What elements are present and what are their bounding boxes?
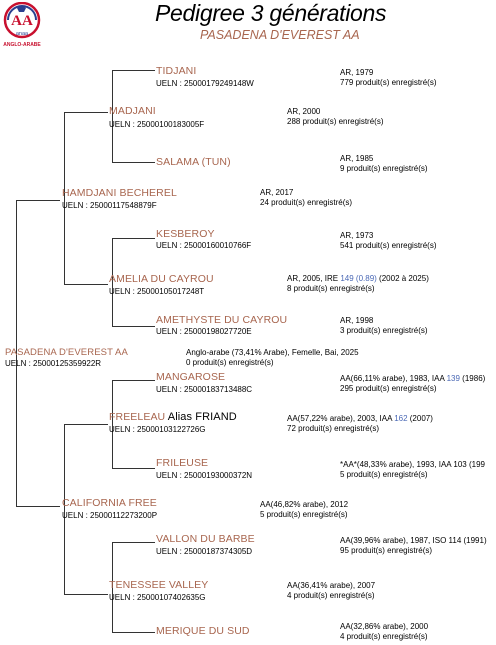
dam-branch-vertical	[64, 424, 65, 594]
ueln-dam-dam: UELN : 25000107402635G	[109, 593, 206, 602]
dds-connector	[112, 542, 155, 543]
ueln-dam-sire-sire: UELN : 25000183713488C	[156, 385, 253, 394]
ueln-dam-sire-dam: UELN : 25000193000372N	[156, 471, 253, 480]
ire-link[interactable]: 149 (0.89)	[340, 274, 377, 283]
alias-label: Alias FRIAND	[165, 411, 237, 423]
info-sire-sire-sire: AR, 1979 779 produit(s) enregistré(s)	[340, 68, 437, 87]
dsd-connector	[112, 468, 155, 469]
info-sire-sire: AR, 2000 288 produit(s) enregistré(s)	[287, 107, 384, 126]
horse-link-sire[interactable]: HAMDJANI BECHEREL	[62, 187, 177, 199]
info-subject: Anglo-arabe (73,41% Arabe), Femelle, Bai…	[186, 348, 359, 367]
info-sire-dam: AR, 2005, IRE 149 (0.89) (2002 à 2025) 8…	[287, 274, 429, 293]
sire-branch-vertical	[64, 112, 65, 284]
horse-link-sire-sire-sire[interactable]: TIDJANI	[156, 65, 197, 77]
iaa-link[interactable]: 139	[446, 374, 460, 383]
gen1-vertical-line	[16, 200, 17, 506]
info-dam-dam-dam: AA(32,86% arabe), 2000 4 produit(s) enre…	[340, 622, 429, 641]
info-dam-dam: AA(36,41% arabe), 2007 4 produit(s) enre…	[287, 581, 376, 600]
ueln-sire-dam: UELN : 25000105017248T	[109, 287, 205, 296]
horse-link-sire-dam[interactable]: AMELIA DU CAYROU	[109, 273, 214, 285]
horse-link-dam-dam-sire[interactable]: VALLON DU BARBE	[156, 533, 255, 545]
ueln-sire-sire-sire: UELN : 25000179249148W	[156, 79, 254, 88]
info-dam-dam-sire: AA(39,96% arabe), 1987, ISO 114 (1991) 9…	[340, 536, 487, 555]
svg-text:AA: AA	[11, 13, 33, 29]
dss-connector	[112, 380, 155, 381]
sdd-connector	[112, 326, 155, 327]
sss-connector	[112, 70, 155, 71]
sire-sire-connector	[64, 112, 108, 113]
info-dam-sire-sire: AA(66,11% arabe), 1983, IAA 139 (1986) 2…	[340, 374, 486, 393]
ueln-sire-dam-sire: UELN : 25000160010766F	[156, 241, 252, 250]
horse-link-sire-dam-dam[interactable]: AMETHYSTE DU CAYROU	[156, 314, 288, 326]
ss-branch-vertical	[112, 70, 113, 162]
horse-link-dam[interactable]: CALIFORNIA FREE	[62, 497, 157, 509]
dam-connector	[16, 506, 60, 507]
horse-link-dam-dam-dam[interactable]: MERIQUE DU SUD	[156, 625, 250, 637]
sds-connector	[112, 238, 155, 239]
page-title: Pedigree 3 générations	[155, 0, 387, 26]
dam-sire-connector	[64, 424, 108, 425]
horse-link-sire-dam-sire[interactable]: KESBEROY	[156, 228, 215, 240]
svg-text:ANGLO-ARABE: ANGLO-ARABE	[3, 42, 41, 48]
ddd-connector	[112, 632, 155, 633]
ueln-sire-sire: UELN : 25000100183005F	[109, 120, 205, 129]
horse-link-dam-sire-dam[interactable]: FRILEUSE	[156, 457, 209, 469]
ueln-dam: UELN : 25000112273200P	[62, 511, 158, 520]
info-sire-dam-sire: AR, 1973 541 produit(s) enregistré(s)	[340, 231, 437, 250]
page-subtitle: PASADENA D'EVEREST AA	[200, 28, 360, 42]
horse-link-sire-sire[interactable]: MADJANI	[109, 105, 156, 117]
iaa-link[interactable]: 162	[394, 414, 408, 423]
ueln-dam-dam-sire: UELN : 25000187374305D	[156, 547, 253, 556]
svg-text:anaa: anaa	[16, 31, 29, 37]
dd-branch-vertical	[112, 542, 113, 632]
info-dam-sire: AA(57,22% arabe), 2003, IAA 162 (2007) 7…	[287, 414, 433, 433]
sire-dam-connector	[64, 284, 108, 285]
info-dam: AA(46,82% arabe), 2012 5 produit(s) enre…	[260, 500, 349, 519]
ueln-subject: UELN : 25000125359922R	[5, 359, 102, 368]
horse-link-sire-sire-dam[interactable]: SALAMA (TUN)	[156, 156, 231, 168]
horse-link-dam-dam[interactable]: TENESSEE VALLEY	[109, 579, 209, 591]
ueln-sire: UELN : 25000117548879F	[62, 201, 157, 210]
horse-link-dam-sire-sire[interactable]: MANGAROSE	[156, 371, 226, 383]
dam-dam-connector	[64, 594, 108, 595]
sire-connector	[16, 200, 60, 201]
sd-branch-vertical	[112, 238, 113, 326]
horse-link-subject[interactable]: PASADENA D'EVEREST AA	[5, 347, 128, 358]
ueln-sire-dam-dam: UELN : 25000198027720E	[156, 327, 252, 336]
info-sire: AR, 2017 24 produit(s) enregistré(s)	[260, 188, 353, 207]
info-sire-dam-dam: AR, 1998 3 produit(s) enregistré(s)	[340, 316, 428, 335]
horse-link-dam-sire[interactable]: FREELEAU Alias FRIAND	[109, 411, 237, 423]
ueln-dam-sire: UELN : 25000103122726G	[109, 425, 206, 434]
info-dam-sire-dam: *AA*(48,33% arabe), 1993, IAA 103 (199 5…	[340, 460, 485, 479]
ds-branch-vertical	[112, 380, 113, 468]
ssd-connector	[112, 162, 155, 163]
info-sire-sire-dam: AR, 1985 9 produit(s) enregistré(s)	[340, 154, 428, 173]
anaa-logo: AA anaa ANGLO-ARABE	[2, 1, 42, 48]
